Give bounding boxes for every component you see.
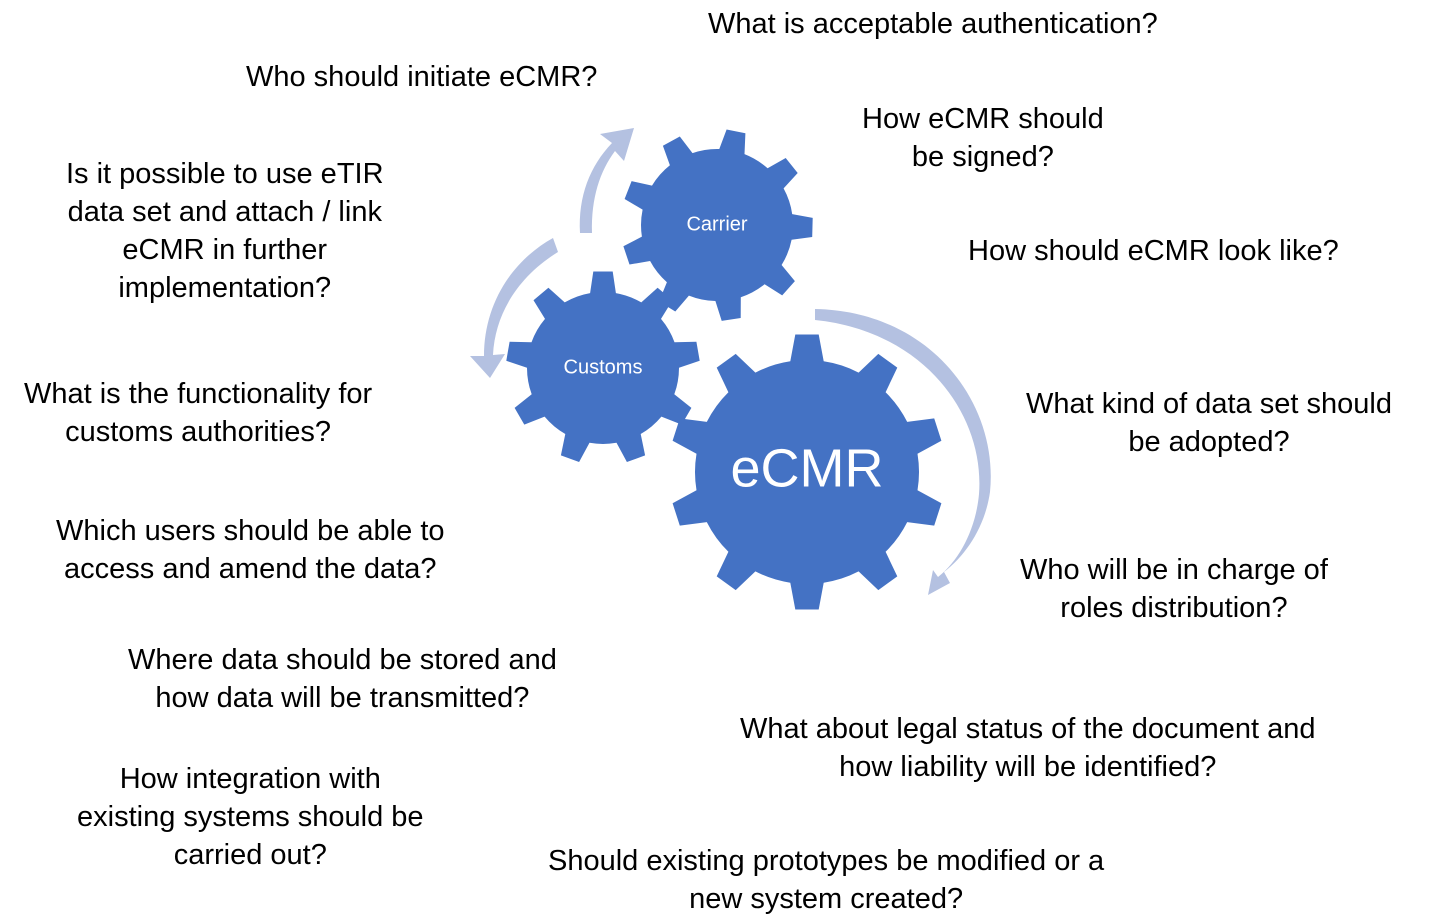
question-how-look: How should eCMR look like? [968, 235, 1339, 267]
question-users-access: Which users should be able to access and… [56, 515, 445, 585]
gear-carrier [623, 129, 813, 321]
question-customs-functionality: What is the functionality for customs au… [24, 378, 373, 448]
question-data-storage: Where data should be stored and how data… [128, 644, 557, 714]
question-prototypes: Should existing prototypes be modified o… [548, 845, 1105, 915]
question-how-signed: How eCMR should be signed? [862, 103, 1104, 173]
question-roles-distribution: Who will be in charge of roles distribut… [1020, 554, 1328, 624]
question-integration: How integration with existing systems sh… [77, 763, 424, 871]
gear-label-carrier: Carrier [686, 213, 747, 235]
arrow-carrier-to-top [579, 128, 634, 233]
question-who-initiate: Who should initiate eCMR? [246, 61, 598, 93]
question-etir-data-set: Is it possible to use eTIR data set and … [66, 158, 384, 304]
question-acceptable-authentication: What is acceptable authentication? [708, 8, 1158, 40]
gear-label-ecmr: eCMR [730, 438, 883, 498]
gear-customs [506, 271, 700, 462]
question-legal-status: What about legal status of the document … [740, 713, 1316, 783]
gear-label-customs: Customs [564, 356, 643, 378]
arrow-carrier-to-customs [470, 238, 558, 378]
question-data-set-adopted: What kind of data set should be adopted? [1026, 388, 1392, 458]
gear-ecmr [672, 334, 942, 610]
arrow-around-ecmr [815, 309, 991, 595]
